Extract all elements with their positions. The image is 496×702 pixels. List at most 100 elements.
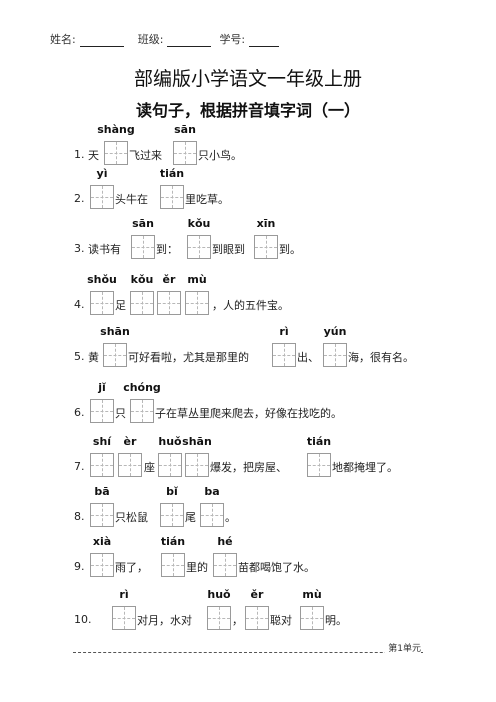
pinyin-label: kǒu [187, 217, 211, 230]
sentence-text: 海，很有名。 [348, 351, 414, 364]
pinyin-label: rì [279, 325, 289, 338]
writing-grid-box[interactable] [157, 291, 181, 315]
pinyin-label: hé [217, 535, 233, 548]
sentence-text: ，人的五件宝。 [212, 299, 289, 312]
sentence-text: 飞过来 [129, 149, 162, 162]
sentence-text: 只小鸟。 [198, 149, 242, 162]
page-title: 部编版小学语文一年级上册 [133, 68, 362, 90]
writing-grid-box[interactable] [200, 503, 224, 527]
pinyin-label: shān [182, 435, 212, 448]
writing-grid-box[interactable] [213, 553, 237, 577]
sentence-text: ， [232, 614, 243, 627]
pinyin-label: shàng [97, 123, 135, 136]
question-number: 10. [74, 613, 92, 626]
question-number: 1. [74, 148, 85, 161]
pinyin-label: tián [160, 535, 186, 548]
writing-grid-box[interactable] [185, 453, 209, 477]
pinyin-label: shí [92, 435, 112, 448]
pinyin-label: huǒ [158, 435, 182, 448]
student-no-label: 学号: [219, 33, 246, 46]
writing-grid-box[interactable] [307, 453, 331, 477]
writing-grid-box[interactable] [173, 141, 197, 165]
writing-grid-box[interactable] [90, 291, 114, 315]
sentence-text: 对月，水对 [137, 614, 192, 627]
pinyin-label: èr [123, 435, 137, 448]
pinyin-label: rì [119, 588, 129, 601]
pinyin-label: sān [174, 123, 196, 136]
sentence-text: 到眼到 [212, 243, 245, 256]
pinyin-label: sān [132, 217, 154, 230]
pinyin-label: mù [187, 273, 207, 286]
writing-grid-box[interactable] [187, 235, 211, 259]
pinyin-label: xīn [256, 217, 276, 230]
writing-grid-box[interactable] [130, 291, 154, 315]
pinyin-label: tián [306, 435, 332, 448]
writing-grid-box[interactable] [160, 503, 184, 527]
sentence-text: 里吃草。 [185, 193, 229, 206]
pinyin-label: ba [204, 485, 220, 498]
sentence-text: 头牛在 [115, 193, 148, 206]
sentence-text: 可好看啦，尤其是那里的 [128, 351, 249, 364]
writing-grid-box[interactable] [131, 235, 155, 259]
sentence-text: 爆发，把房屋、 [210, 461, 287, 474]
writing-grid-box[interactable] [104, 141, 128, 165]
student-no-blank[interactable] [249, 34, 280, 47]
writing-grid-box[interactable] [130, 399, 154, 423]
pinyin-label: yì [96, 167, 108, 180]
writing-grid-box[interactable] [90, 399, 114, 423]
pinyin-label: ěr [162, 273, 176, 286]
sentence-text: 只 [115, 407, 126, 420]
sentence-text: 聪对 [270, 614, 292, 627]
pinyin-label: shǒu [87, 273, 117, 286]
writing-grid-box[interactable] [160, 185, 184, 209]
name-blank[interactable] [79, 34, 124, 47]
writing-grid-box[interactable] [245, 606, 269, 630]
writing-grid-box[interactable] [272, 343, 296, 367]
question-number: 5. [74, 350, 85, 363]
pinyin-label: yún [323, 325, 347, 338]
class-blank[interactable] [167, 34, 212, 47]
question-number: 6. [74, 406, 85, 419]
sentence-text: 黄 [88, 351, 99, 364]
writing-grid-box[interactable] [90, 553, 114, 577]
pinyin-label: xià [92, 535, 112, 548]
sentence-text: 到： [156, 243, 178, 256]
question-number: 7. [74, 460, 85, 473]
question-number: 4. [74, 298, 85, 311]
sentence-text: 里的 [186, 561, 208, 574]
pinyin-label: jǐ [98, 381, 106, 394]
writing-grid-box[interactable] [90, 503, 114, 527]
pinyin-label: huǒ [207, 588, 231, 601]
writing-grid-box[interactable] [90, 453, 114, 477]
question-number: 9. [74, 560, 85, 573]
sentence-text: 苗都喝饱了水。 [238, 561, 315, 574]
sentence-text: 只松鼠 [115, 511, 148, 524]
pinyin-label: chóng [123, 381, 161, 394]
question-number: 2. [74, 192, 85, 205]
pinyin-label: ěr [250, 588, 264, 601]
writing-grid-box[interactable] [103, 343, 127, 367]
pinyin-label: bā [94, 485, 110, 498]
sentence-text: 子在草丛里爬来爬去，好像在找吃的。 [155, 407, 342, 420]
writing-grid-box[interactable] [185, 291, 209, 315]
page-subtitle: 读句子，根据拼音填字词（一） [135, 101, 360, 120]
writing-grid-box[interactable] [112, 606, 136, 630]
writing-grid-box[interactable] [158, 453, 182, 477]
sentence-text: 。 [225, 511, 236, 524]
writing-grid-box[interactable] [323, 343, 347, 367]
sentence-text: 到。 [279, 243, 301, 256]
sentence-text: 天 [88, 149, 99, 162]
writing-grid-box[interactable] [90, 185, 114, 209]
question-number: 3. [74, 242, 85, 255]
pinyin-label: mù [302, 588, 322, 601]
sentence-text: 读书有 [88, 243, 121, 256]
writing-grid-box[interactable] [118, 453, 142, 477]
writing-grid-box[interactable] [207, 606, 231, 630]
question-number: 8. [74, 510, 85, 523]
writing-grid-box[interactable] [254, 235, 278, 259]
sentence-text: 明。 [325, 614, 347, 627]
sentence-text: 地都掩埋了。 [332, 461, 398, 474]
writing-grid-box[interactable] [300, 606, 324, 630]
pinyin-label: kǒu [130, 273, 154, 286]
writing-grid-box[interactable] [161, 553, 185, 577]
